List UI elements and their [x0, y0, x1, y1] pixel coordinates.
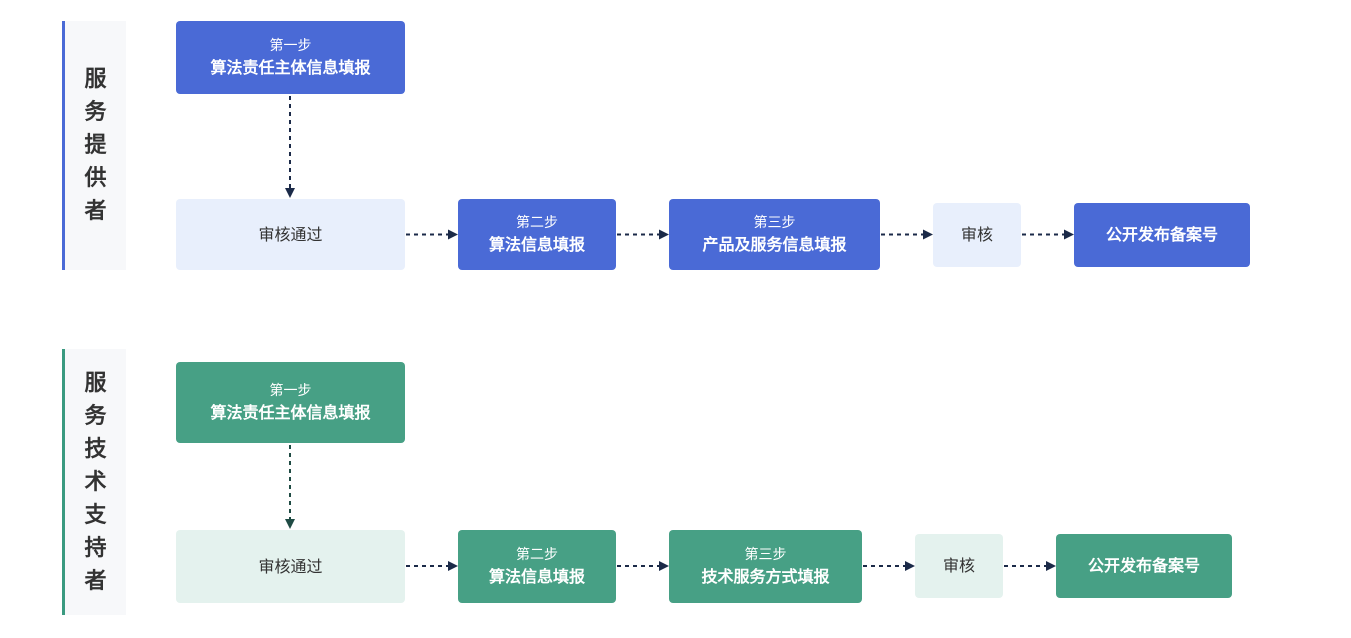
lane-label-char: 持	[84, 535, 107, 561]
step-tag: 第二步	[516, 214, 558, 231]
provider-step2-box: 第二步 算法信息填报	[458, 199, 616, 270]
support-step2-box: 第二步 算法信息填报	[458, 530, 616, 603]
publish-label: 公开发布备案号	[1087, 556, 1200, 575]
support-review-box: 审核	[915, 534, 1003, 598]
step-title: 算法信息填报	[488, 234, 585, 254]
lane-label-char: 服	[84, 370, 107, 396]
provider-step1-box: 第一步 算法责任主体信息填报	[176, 21, 405, 94]
lane-label-char: 供	[84, 166, 107, 191]
lane-label-char: 术	[84, 469, 107, 495]
lane-label-char: 务	[84, 403, 107, 429]
lane-label-char: 服	[84, 67, 107, 92]
step-tag: 第三步	[744, 546, 787, 563]
lane-label-char: 支	[84, 502, 107, 528]
provider-review-box: 审核	[933, 203, 1021, 267]
step-tag: 第三步	[753, 214, 796, 231]
approved-label: 审核通过	[258, 556, 323, 576]
support-step3-box: 第三步 技术服务方式填报	[669, 530, 862, 603]
provider-publish-box: 公开发布备案号	[1074, 203, 1250, 267]
step-tag: 第一步	[269, 37, 312, 54]
lane-label-char: 提	[84, 133, 107, 158]
lane-label-service-provider: 服 务 提 供 者	[62, 21, 126, 270]
support-publish-box: 公开发布备案号	[1056, 534, 1232, 598]
support-approved-box: 审核通过	[176, 530, 405, 603]
review-label: 审核	[960, 225, 993, 244]
step-tag: 第一步	[269, 382, 312, 399]
lane-label-char: 务	[84, 100, 107, 125]
support-step1-box: 第一步 算法责任主体信息填报	[176, 362, 405, 443]
step-title: 算法责任主体信息填报	[210, 57, 371, 77]
approved-label: 审核通过	[258, 224, 323, 244]
provider-approved-box: 审核通过	[176, 199, 405, 270]
provider-step3-box: 第三步 产品及服务信息填报	[669, 199, 880, 270]
step-title: 算法责任主体信息填报	[210, 402, 371, 422]
lane-label-char: 者	[84, 199, 107, 224]
step-title: 算法信息填报	[488, 566, 585, 586]
step-title: 技术服务方式填报	[701, 566, 830, 586]
lane-label-tech-support: 服 务 技 术 支 持 者	[62, 349, 126, 615]
publish-label: 公开发布备案号	[1105, 225, 1218, 244]
review-label: 审核	[942, 556, 975, 575]
step-tag: 第二步	[516, 546, 558, 563]
lane-label-char: 技	[84, 436, 107, 462]
lane-label-char: 者	[84, 568, 107, 594]
step-title: 产品及服务信息填报	[702, 234, 847, 254]
